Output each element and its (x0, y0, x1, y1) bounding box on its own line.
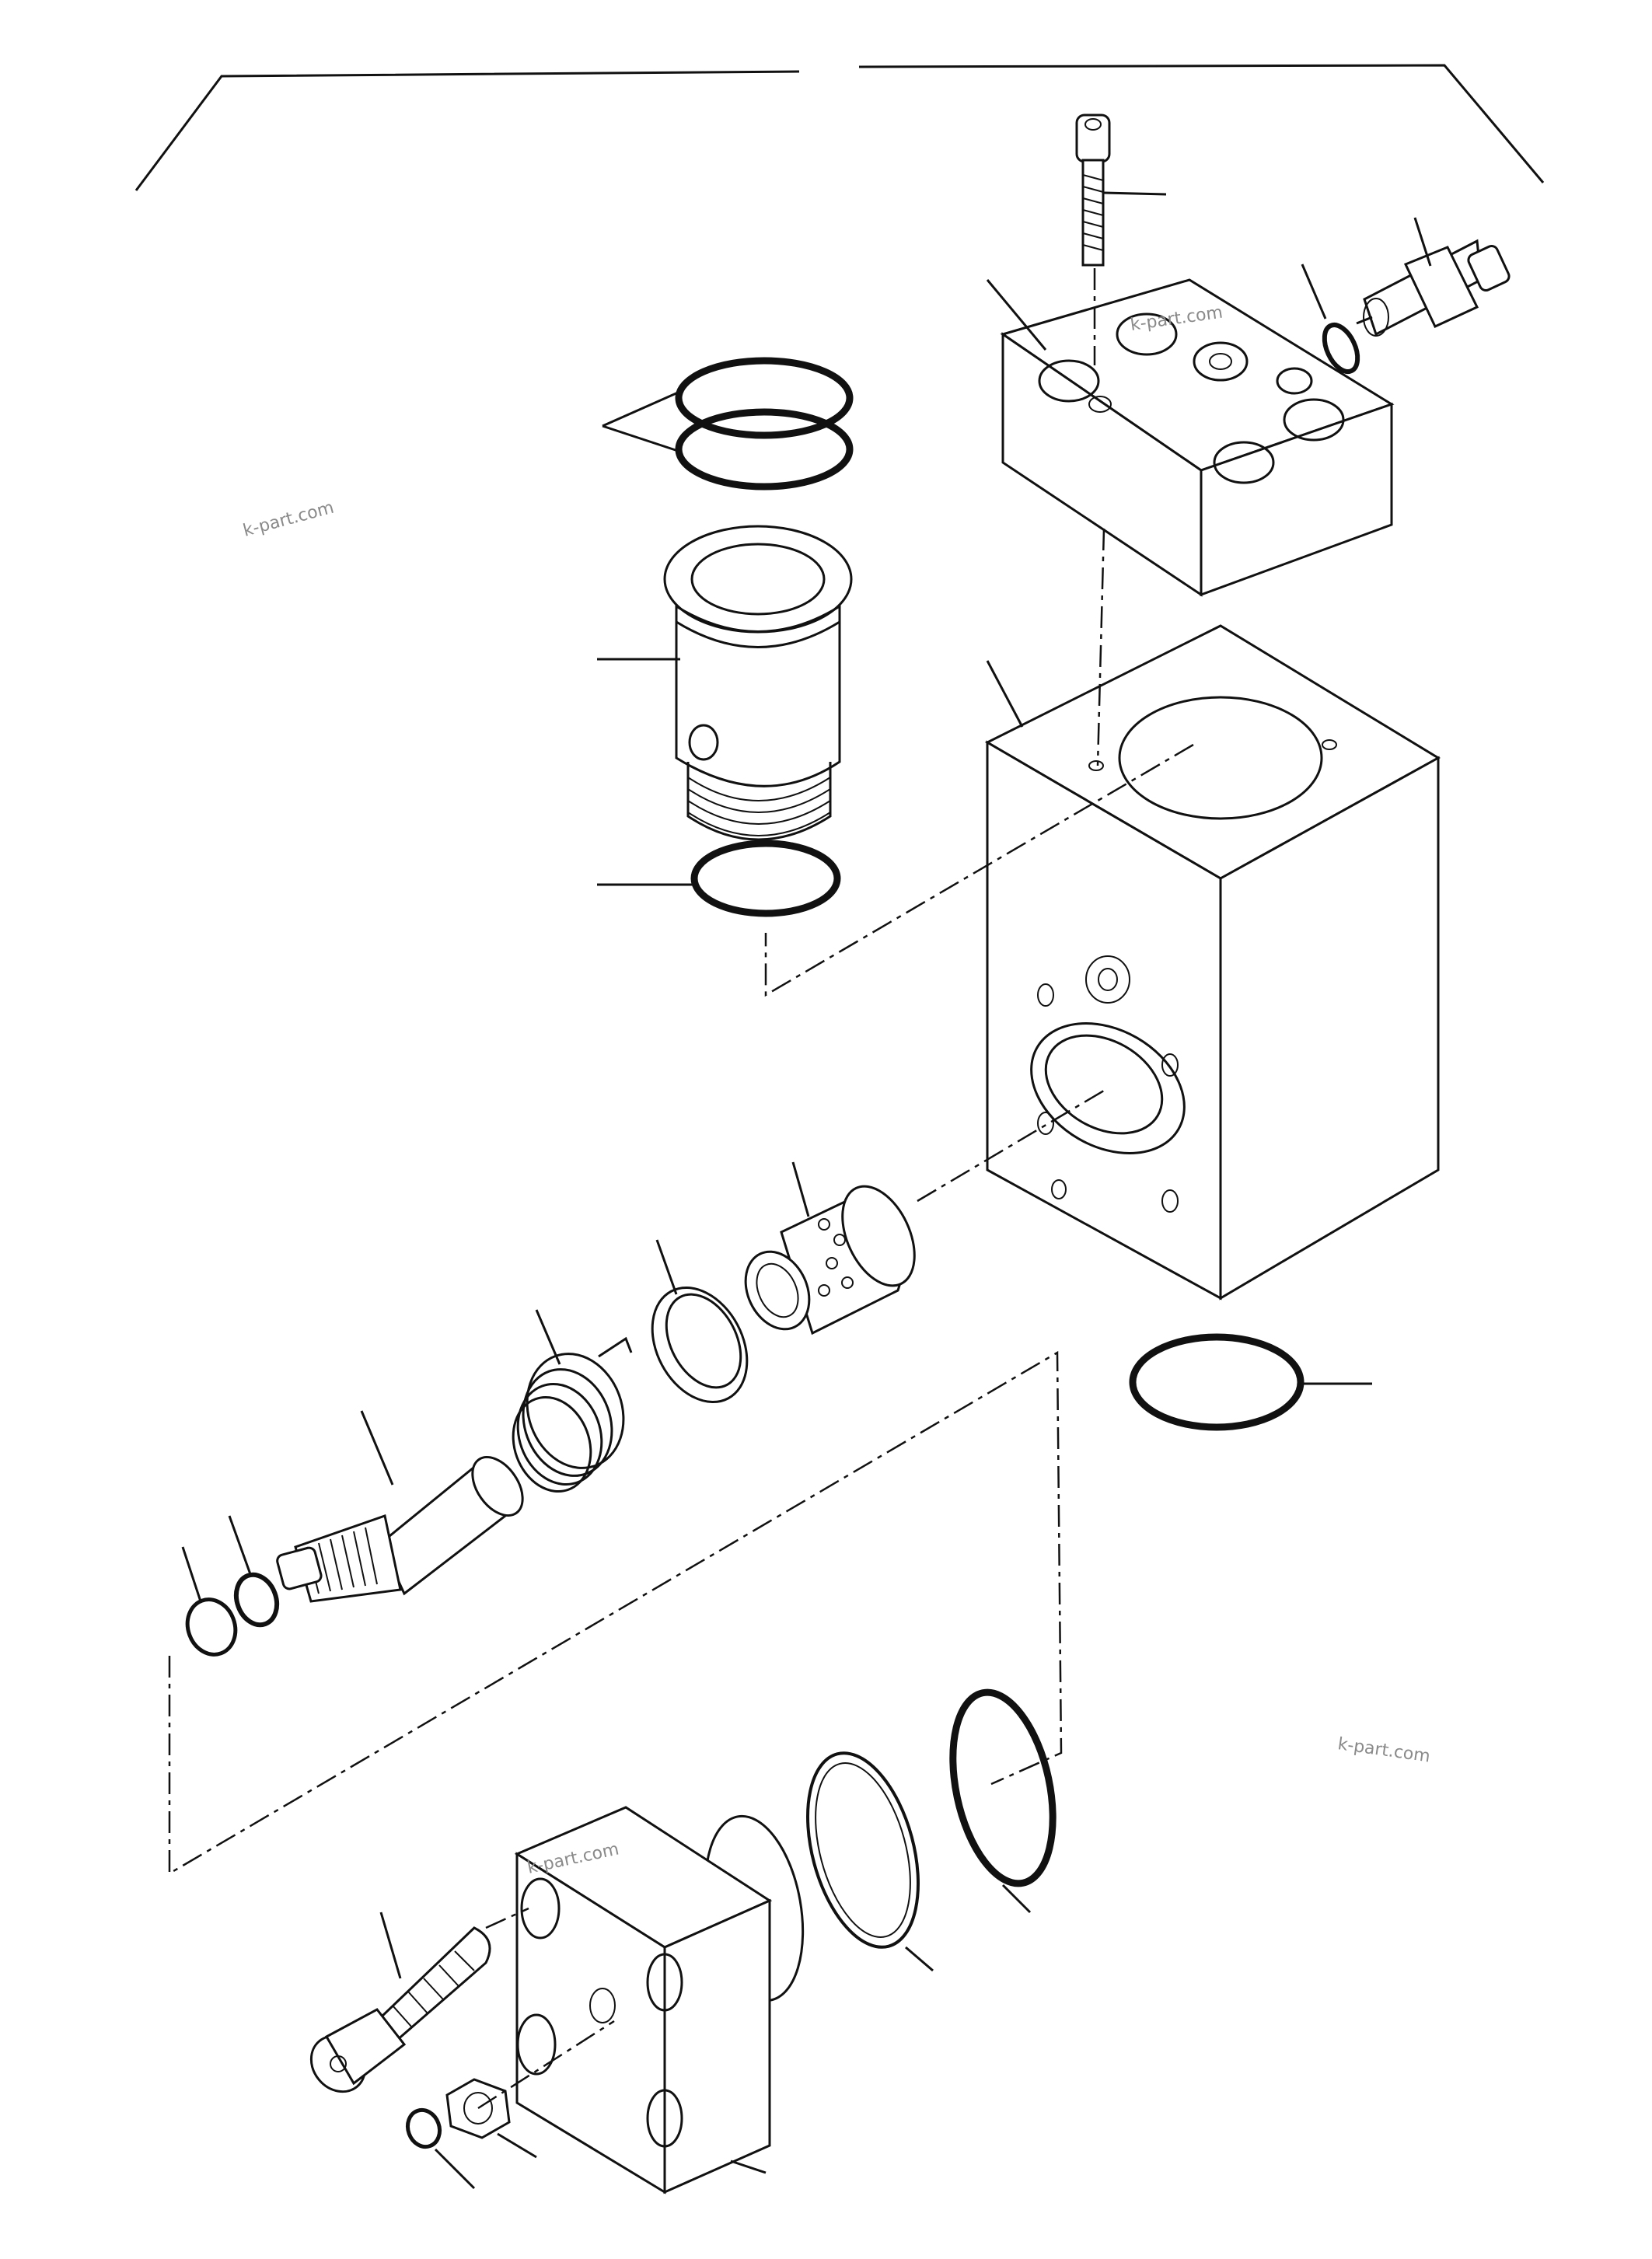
frame-bracket (134, 64, 1545, 191)
sleeve-o-ring (690, 840, 841, 917)
fitting-o-ring (1322, 323, 1360, 374)
valve-sleeve (663, 525, 853, 841)
adjusting-stem (276, 1456, 524, 1603)
callout-leader-lines (181, 191, 1432, 2190)
lower-backup-ring (806, 1751, 920, 1949)
body-o-ring (1129, 1333, 1304, 1431)
watermark-left: k-part.com (241, 498, 336, 541)
spring (512, 1336, 633, 1493)
lower-cap-screw (309, 1926, 491, 2093)
top-cap-screw (1075, 113, 1111, 267)
lower-o-ring-large (949, 1688, 1057, 1887)
watermark-right: k-part.com (1336, 1734, 1431, 1766)
collar-ring (651, 1286, 749, 1404)
double-seal-rings (675, 357, 854, 491)
pressure-fitting (1356, 239, 1511, 337)
nut-washer (405, 2107, 442, 2149)
stem-o-ring (233, 1572, 280, 1628)
main-valve-block (984, 624, 1441, 1301)
end-cap-block (514, 1806, 805, 2194)
assembly-centerlines (168, 268, 1194, 2110)
stem-backup-ring (185, 1597, 238, 1657)
poppet-seat (744, 1185, 916, 1335)
lock-nut (445, 2078, 511, 2139)
top-cover-plate (1000, 278, 1395, 597)
